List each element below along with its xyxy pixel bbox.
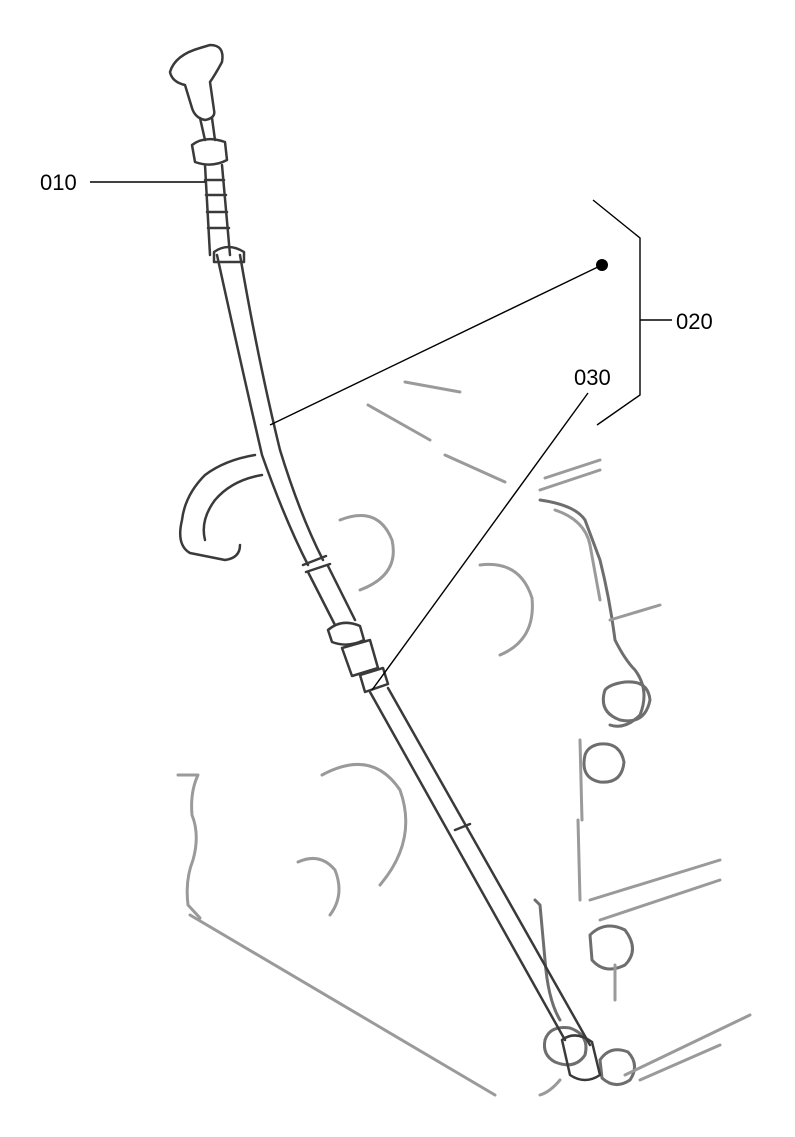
- ref-label-010: 010: [40, 170, 77, 195]
- engine-block: [176, 380, 752, 1097]
- ref-label-030: 030: [574, 365, 611, 390]
- ref-label-020: 020: [676, 309, 713, 334]
- bracket-020: [592, 199, 641, 426]
- callout-020: 020: [269, 199, 713, 426]
- callout-010: 010: [40, 170, 205, 195]
- callout-030: 030: [371, 365, 611, 691]
- dipstick: [168, 43, 232, 257]
- leader-line-030: [371, 392, 589, 691]
- leader-line-020-dot: [269, 264, 603, 426]
- dipstick-tube: [179, 245, 602, 1082]
